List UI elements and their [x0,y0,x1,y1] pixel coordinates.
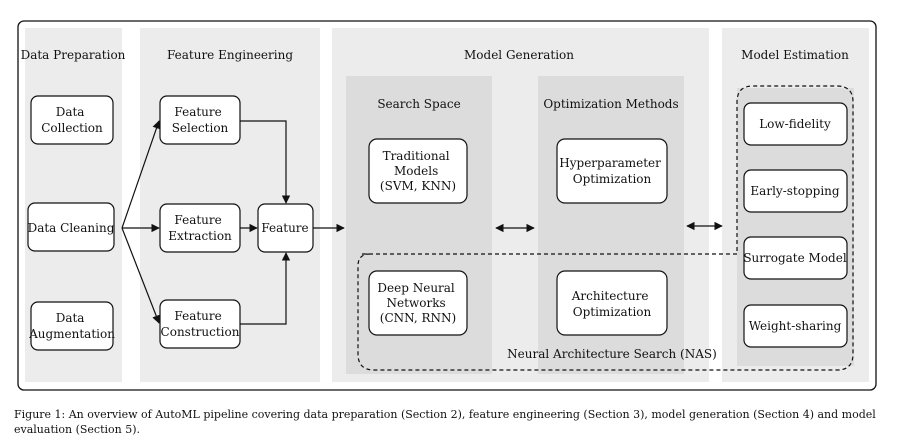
feature-selection-node [159,95,241,145]
data-collection-line-1: Data [56,105,85,119]
nas-dashed-outline [357,85,854,371]
weight-sharing-line-1: Weight-sharing [749,319,842,333]
arrow-construction-to-feature [240,252,291,325]
deep-neural-networks-line-3: (CNN, RNN) [380,311,456,325]
feature-label: Feature [261,221,308,235]
arrow-cleaning-to-construction [121,227,161,324]
arrow-cleaning-to-selection [121,120,161,229]
deep-neural-networks-node [368,270,468,336]
arrow-selection-to-feature [240,120,291,204]
low-fidelity-line-1: Low-fidelity [759,117,831,131]
low-fidelity-node [743,102,848,146]
traditional-models-line-2: Models [394,164,438,178]
data-cleaning-node [27,202,115,252]
feature-construction-line-1: Feature [174,309,221,323]
traditional-models-line-1: Traditional [383,149,450,163]
feature-line-1: Feature [261,221,308,235]
early-stopping-label: Early-stopping [750,184,839,198]
feature-extraction-node [159,203,241,253]
deep-neural-networks-line-1: Deep Neural [377,281,455,295]
weight-sharing-node [743,304,848,348]
data-preparation-title: Data Preparation [21,48,126,62]
feature-construction-label: Feature Construction [161,309,240,339]
surrogate-model-node [743,236,848,280]
optimization-methods-title: Optimization Methods [543,97,678,111]
deep-neural-networks-line-2: Networks [387,296,446,310]
data-collection-label: Data Collection [41,105,103,135]
traditional-models-label: Traditional Models (SVM, KNN) [380,149,456,193]
feature-extraction-line-1: Feature [174,213,221,227]
feature-extraction-label: Feature Extraction [168,213,232,243]
data-augmentation-node [30,301,114,351]
data-augmentation-label: Data Augmentation [28,311,115,341]
feature-extraction-line-2: Extraction [168,229,232,243]
traditional-models-node [368,138,468,204]
data-collection-line-2: Collection [41,121,103,135]
model-generation-title: Model Generation [464,48,574,62]
figure-caption: Figure 1: An overview of AutoML pipeline… [14,408,876,436]
architecture-optimization-line-1: Architecture [571,289,649,303]
hyperparameter-optimization-node [556,138,668,204]
hyperparameter-optimization-label: Hyperparameter Optimization [559,156,664,186]
data-cleaning-label: Data Cleaning [28,221,115,235]
nas-label: Neural Architecture Search (NAS) [507,347,717,361]
traditional-models-line-3: (SVM, KNN) [380,179,456,193]
feature-engineering-title: Feature Engineering [167,48,293,62]
model-estimation-title: Model Estimation [741,48,849,62]
search-space-title: Search Space [377,97,460,111]
weight-sharing-label: Weight-sharing [749,319,842,333]
architecture-optimization-label: Architecture Optimization [571,289,653,319]
surrogate-model-line-1: Surrogate Model [743,251,847,265]
hyperparameter-optimization-line-2: Optimization [573,172,652,186]
architecture-optimization-line-2: Optimization [573,305,652,319]
deep-neural-networks-label: Deep Neural Networks (CNN, RNN) [377,281,458,325]
data-augmentation-line-2: Augmentation [28,327,115,341]
early-stopping-node [743,169,848,213]
low-fidelity-label: Low-fidelity [759,117,831,131]
data-collection-node [30,95,114,145]
early-stopping-line-1: Early-stopping [750,184,839,198]
feature-selection-line-1: Feature [174,105,221,119]
surrogate-model-label: Surrogate Model [743,251,847,265]
feature-construction-line-2: Construction [161,325,240,339]
hyperparameter-optimization-line-1: Hyperparameter [559,156,661,170]
data-augmentation-line-1: Data [56,311,85,325]
data-cleaning-line-1: Data Cleaning [28,221,115,235]
feature-selection-label: Feature Selection [172,105,229,135]
feature-selection-line-2: Selection [172,121,229,135]
architecture-optimization-node [556,270,668,336]
feature-construction-node [159,299,241,349]
